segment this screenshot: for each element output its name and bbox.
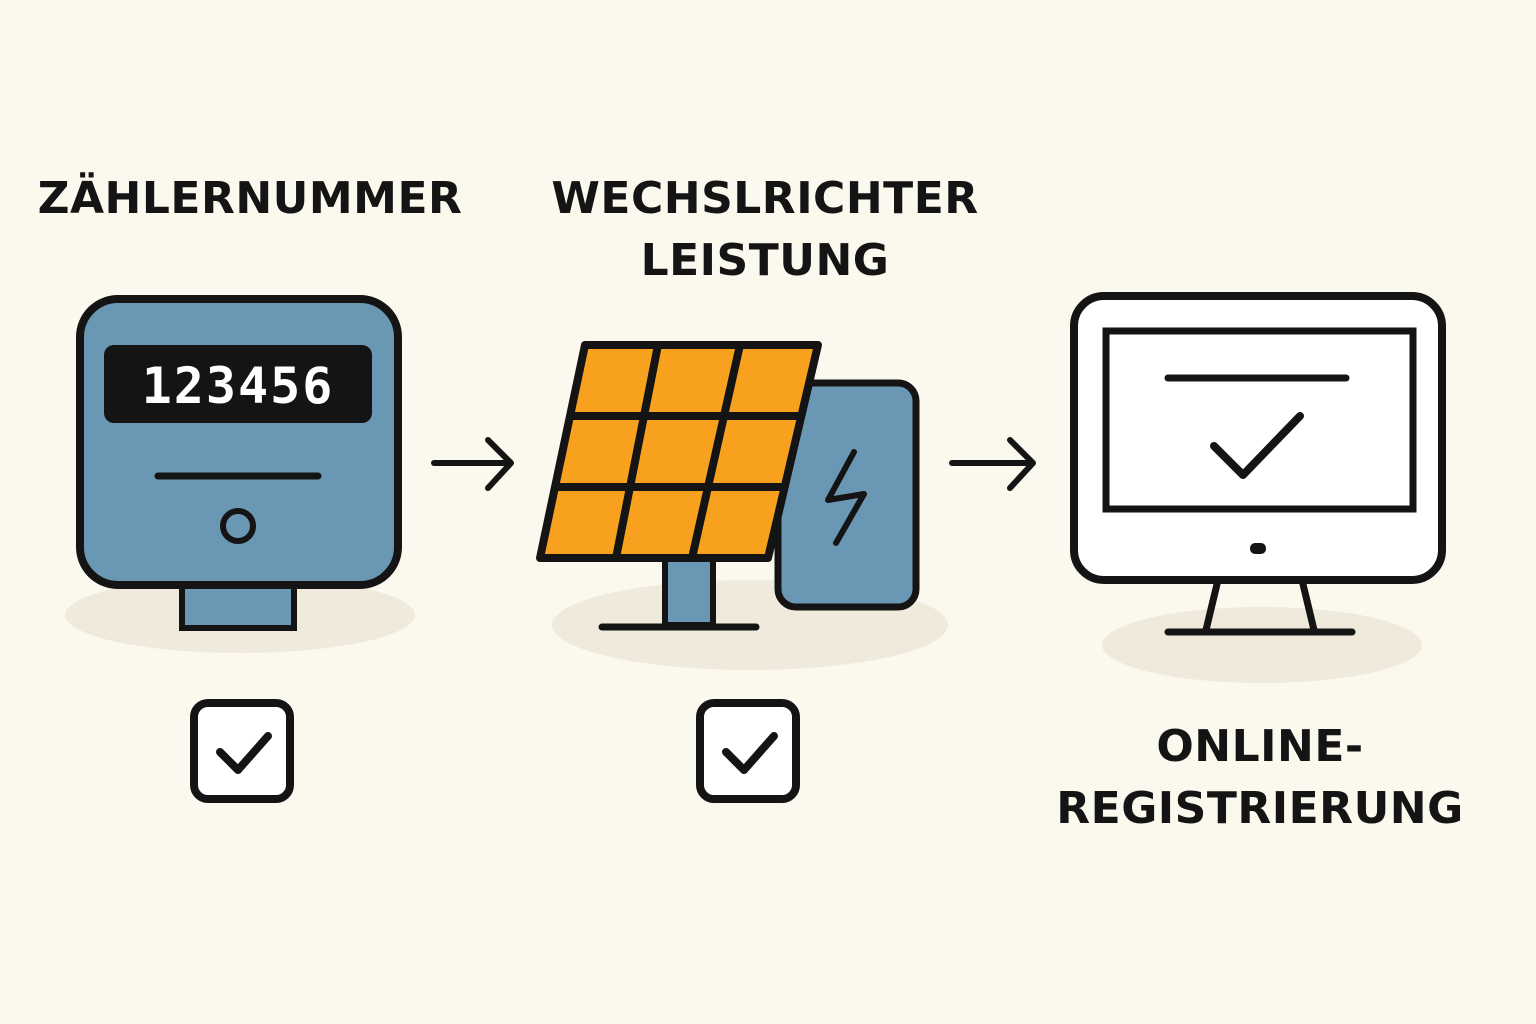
electricity-meter-icon: 123456 — [76, 295, 402, 631]
step-title-meter-number: ZÄHLERNUMMER — [30, 168, 470, 230]
arrow-icon — [431, 437, 514, 491]
checkmark-icon — [1210, 412, 1304, 479]
meter-display — [104, 345, 372, 423]
step-title-line: ONLINE- — [1156, 721, 1364, 772]
panel-grid-line — [688, 344, 744, 559]
monitor-camera — [1250, 543, 1266, 554]
arrow-icon — [949, 437, 1036, 491]
computer-monitor-check-icon — [1070, 292, 1446, 636]
monitor-shadow — [1102, 607, 1422, 683]
meter-number: 123456 — [142, 357, 335, 415]
step-title-line: ZÄHLERNUMMER — [37, 173, 463, 224]
step-title-line: LEISTUNG — [640, 235, 890, 286]
monitor-screen — [1102, 327, 1417, 513]
panel-grid-line — [612, 344, 662, 559]
monitor-leg — [1202, 576, 1222, 634]
solar-panel-inverter-icon — [536, 341, 920, 631]
checkbox-checked-icon — [190, 699, 294, 803]
panel-pole — [662, 552, 716, 628]
lightning-icon — [825, 449, 867, 546]
meter-dial — [220, 508, 256, 544]
checkbox-checked-icon — [696, 699, 800, 803]
solar-panel — [536, 341, 822, 562]
monitor-leg — [1298, 576, 1318, 634]
step-title-inverter-power: WECHSLRICHTER LEISTUNG — [520, 168, 1010, 292]
step-title-online-registration: ONLINE- REGISTRIERUNG — [1040, 716, 1480, 840]
step-title-line: REGISTRIERUNG — [1056, 783, 1464, 834]
step-title-line: WECHSLRICHTER — [551, 173, 979, 224]
